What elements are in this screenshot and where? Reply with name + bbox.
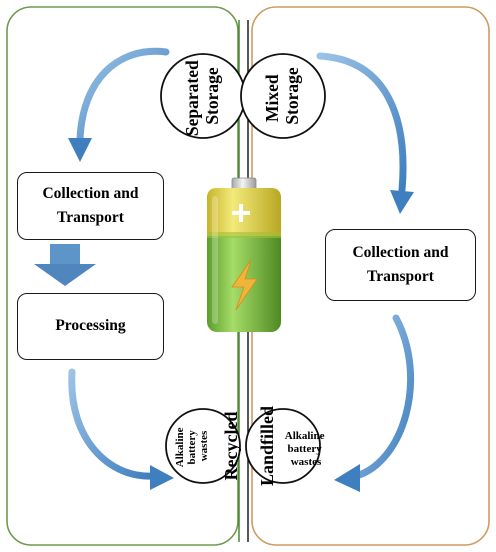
landfilled-circle: [245, 408, 321, 484]
separated-storage-line1: Separated: [182, 60, 202, 136]
mixed-storage-line1: Mixed: [262, 74, 282, 122]
landfilled-sub-line1: Alkaline: [285, 430, 325, 442]
landfilled-sub-text: Alkaline battery wastes: [285, 430, 327, 468]
processing-label: Processing: [55, 317, 126, 335]
arrow-processing-to-recycled: [68, 368, 174, 490]
arrow-collection-to-landfilled: [334, 314, 415, 492]
right-collection-line1: Collection and: [352, 243, 449, 261]
recycled-circle: [165, 408, 241, 484]
landfilled-sub-line3: wastes: [291, 456, 322, 468]
processing-box: Processing: [17, 293, 164, 360]
plus-icon: [232, 204, 250, 222]
down-arrow-to-processing: [34, 244, 96, 286]
recycled-sub-line3: wastes: [198, 430, 210, 461]
svg-text:Recycled: Recycled: [221, 412, 241, 481]
arrow-separated-to-collection: [68, 47, 170, 162]
recycled-sub-line1: Alkaline: [174, 427, 186, 467]
separated-storage-line2: Storage: [202, 67, 222, 125]
right-collection-line2: Transport: [367, 268, 434, 285]
battery-icon: [207, 177, 281, 332]
mixed-storage-circle: [240, 53, 326, 139]
landfilled-sub-line2: battery: [288, 443, 323, 455]
svg-text:Separated Storage: Separated Storage: [182, 56, 222, 136]
svg-text:Landfilled: Landfilled: [257, 406, 277, 486]
recycled-sub-line2: battery: [186, 430, 198, 465]
mixed-storage-line2: Storage: [282, 67, 302, 125]
left-collection-transport-box: Collection and Transport: [17, 172, 164, 240]
left-collection-line1: Collection and: [42, 184, 139, 202]
recycled-label: Recycled: [221, 412, 241, 481]
arrow-mixed-to-collection: [316, 52, 414, 214]
left-collection-line2: Transport: [57, 209, 124, 226]
lightning-bolt-icon: [231, 259, 258, 311]
svg-text:Alkaline battery waste: Alkaline battery wastes: [174, 425, 210, 467]
right-collection-transport-box: Collection and Transport: [325, 229, 476, 301]
svg-text:Mixed Storage: Mixed Storage: [262, 67, 302, 125]
landfilled-label: Landfilled: [257, 406, 277, 486]
